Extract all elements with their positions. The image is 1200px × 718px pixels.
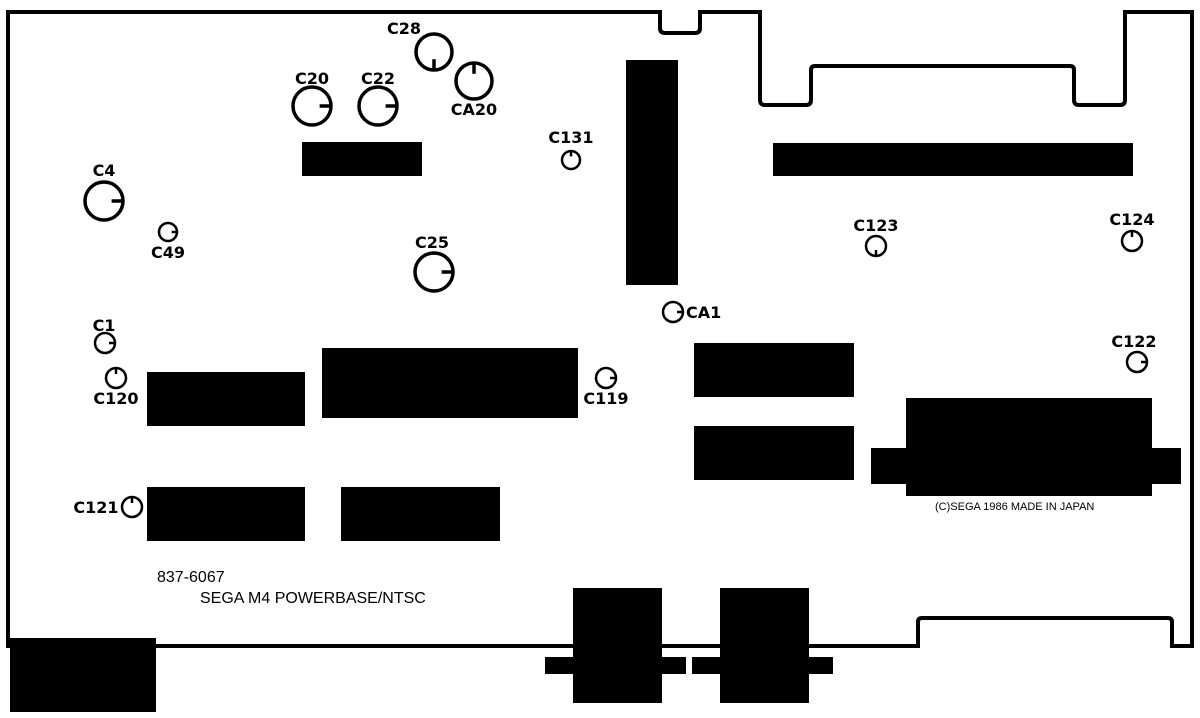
capacitor-label: CA20 [451,100,497,119]
ic-chip [694,343,854,397]
expansion-connector-tab [871,448,1181,484]
ic-chip [773,143,1133,176]
board-part-number: 837-6067 [157,569,225,586]
ic-chip [626,60,678,285]
ic-chip [147,487,305,541]
controller-port [573,588,662,703]
capacitor-label: C119 [583,389,628,408]
capacitor-label: C120 [93,389,138,408]
ic-chip [694,426,854,480]
board-name: SEGA M4 POWERBASE/NTSC [200,590,426,607]
ic-chip [302,142,422,176]
capacitor-label: C20 [295,69,329,88]
ic-chip [147,372,305,426]
board-outline [6,10,1194,648]
capacitor-label: C4 [93,161,116,180]
controller-port-flange [545,657,686,674]
capacitor-label: C1 [93,316,116,335]
capacitor-label: C25 [415,233,449,252]
controller-port [720,588,809,703]
controller-port-flange [692,657,833,674]
capacitor-label: C123 [853,216,898,235]
ic-chip [322,348,578,418]
capacitor-label: C49 [151,243,185,262]
capacitor-label: C28 [387,19,421,38]
board-copyright: (C)SEGA 1986 MADE IN JAPAN [935,501,1094,513]
capacitor-label: C121 [73,498,118,517]
edge-connector [10,638,156,712]
ic-chip [341,487,500,541]
capacitor-label: CA1 [686,303,721,322]
capacitor-label: C122 [1111,332,1156,351]
capacitor-label: C124 [1109,210,1154,229]
capacitor-label: C131 [548,128,593,147]
capacitor-label: C22 [361,69,395,88]
